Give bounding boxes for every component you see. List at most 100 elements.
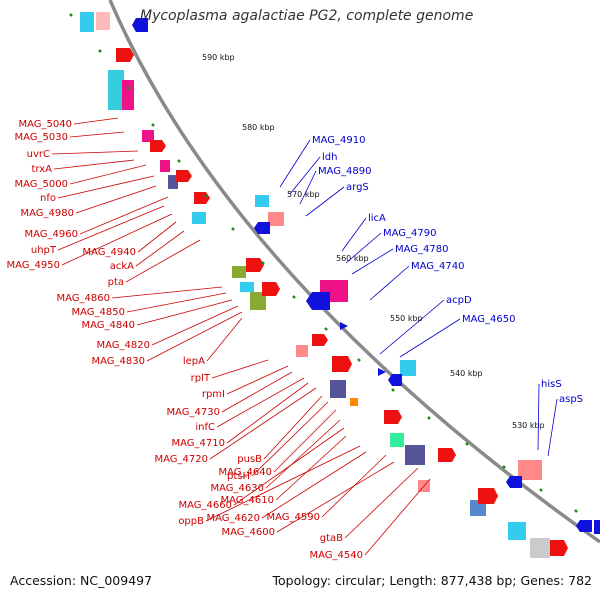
leader-line <box>261 451 367 519</box>
scale-tick <box>427 416 431 420</box>
gene-box <box>400 360 416 376</box>
gene-label: MAG_4790 <box>383 228 437 239</box>
leader-line <box>226 365 289 395</box>
gene-arrow-forward <box>246 258 264 272</box>
leader-line <box>137 221 177 253</box>
gene-label: MAG_4650 <box>462 314 516 325</box>
gene-label: MAG_4640 <box>219 467 273 478</box>
gene-label: MAG_4940 <box>83 247 137 258</box>
tick-label: 560 kbp <box>336 254 369 263</box>
tick-label: 590 kbp <box>202 53 235 62</box>
gene-arrow-reverse <box>388 374 402 386</box>
gene-arrow-reverse <box>378 368 386 376</box>
scale-tick <box>204 194 208 198</box>
leader-line <box>146 311 243 362</box>
leader-line <box>57 205 165 251</box>
gene-label: MAG_4660 <box>179 500 233 511</box>
gene-box <box>390 433 404 447</box>
gene-box <box>255 195 269 207</box>
gene-label: pusB <box>237 454 262 465</box>
leader-line <box>233 427 345 506</box>
gene-label: infC <box>195 422 215 433</box>
gene-label: MAG_4720 <box>155 454 209 465</box>
leader-line <box>73 117 119 125</box>
gene-box <box>405 445 425 465</box>
scale-tick <box>465 442 469 446</box>
leader-line <box>206 317 243 362</box>
leader-line <box>279 139 311 188</box>
gene-box <box>108 70 124 110</box>
tick-label: 540 kbp <box>450 369 483 378</box>
gene-arrow-reverse <box>576 520 592 532</box>
gene-label: MAG_4710 <box>172 438 226 449</box>
gene-arrow-forward <box>262 282 280 296</box>
gene-label: licA <box>368 213 386 224</box>
gene-label: MAG_4630 <box>211 483 265 494</box>
leader-line <box>209 387 317 460</box>
gene-label: hisS <box>541 379 562 390</box>
gene-label: trxA <box>31 164 52 175</box>
genome-summary-text: Topology: circular; Length: 877,438 bp; … <box>272 573 593 588</box>
gene-arrow-forward <box>332 356 352 372</box>
scale-tick <box>151 123 155 127</box>
gene-box <box>530 538 550 558</box>
gene-arrow-forward <box>150 140 166 152</box>
leader-line <box>399 318 461 358</box>
tick-label: 570 kbp <box>287 190 320 199</box>
gene-box <box>240 282 254 292</box>
gene-label: MAG_4850 <box>72 307 126 318</box>
scale-tick <box>574 509 578 513</box>
leader-line <box>126 292 227 313</box>
gene-label: MAG_4890 <box>318 166 372 177</box>
tick-label: 580 kbp <box>242 123 275 132</box>
leader-line <box>221 371 293 413</box>
leader-line <box>136 299 233 326</box>
leader-line <box>205 445 361 522</box>
gene-label: MAG_4840 <box>82 320 136 331</box>
scale-tick <box>98 49 102 53</box>
gene-label: MAG_4540 <box>310 550 364 561</box>
gene-label: MAG_4740 <box>411 261 465 272</box>
scale-tick <box>261 261 265 265</box>
leader-line <box>79 196 169 235</box>
gene-label: MAG_4960 <box>25 229 79 240</box>
leader-line <box>211 359 269 379</box>
gene-box <box>160 160 170 172</box>
label-leader-lines <box>51 117 558 556</box>
gene-label: argS <box>346 182 369 193</box>
leader-line <box>135 230 185 267</box>
leader-line <box>61 213 173 266</box>
gene-box <box>268 212 284 226</box>
gene-label: ackA <box>110 261 134 272</box>
gene-label: MAG_4820 <box>97 340 151 351</box>
gene-label: aspS <box>559 394 583 405</box>
gene-label: uvrC <box>27 149 50 160</box>
gene-label: pta <box>108 277 124 288</box>
gene-label: MAG_4610 <box>221 495 275 506</box>
tick-label: 530 kbp <box>512 421 545 430</box>
gene-arrow-reverse <box>132 18 148 32</box>
scale-tick-labels: 590 kbp 580 kbp 570 kbp 560 kbp 550 kbp … <box>202 53 545 430</box>
leader-line <box>547 398 558 457</box>
gene-label: MAG_4600 <box>222 527 276 538</box>
scale-tick <box>391 388 395 392</box>
leader-line <box>275 435 347 501</box>
gene-label: MAG_4910 <box>312 135 366 146</box>
scale-tick <box>292 295 296 299</box>
gene-arrow-reverse <box>506 476 522 488</box>
gene-features <box>80 12 600 558</box>
gene-arrow-forward <box>194 192 210 204</box>
leader-line <box>364 478 431 556</box>
gene-label: MAG_4860 <box>57 293 111 304</box>
leader-line <box>75 185 157 214</box>
leader-line <box>345 232 382 264</box>
leader-line <box>111 286 223 299</box>
gene-arrow-forward <box>176 170 192 182</box>
gene-box <box>192 212 206 224</box>
gene-box <box>296 345 308 357</box>
leader-line <box>125 239 201 283</box>
gene-arrow-forward <box>550 540 568 556</box>
gene-box <box>168 175 178 189</box>
gene-label: MAG_5040 <box>19 119 73 130</box>
